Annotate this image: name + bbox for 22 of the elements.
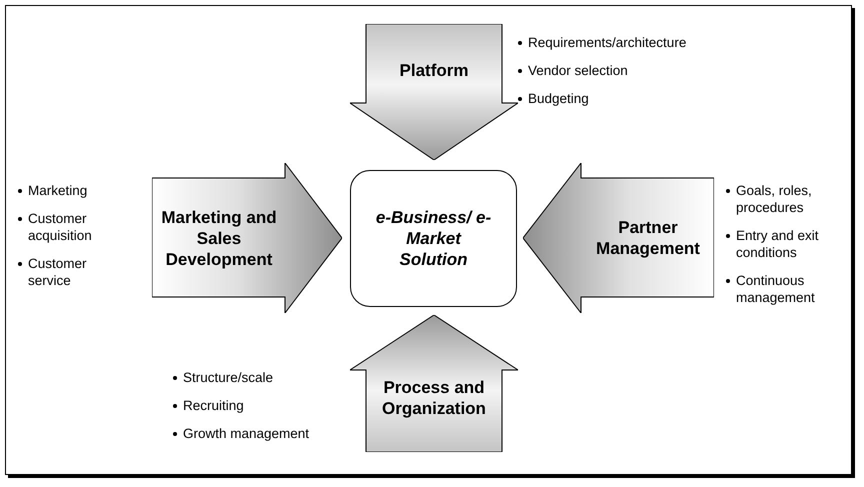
bullet-text: Entry and exit conditions (736, 228, 819, 260)
bullet-text: Recruiting (183, 398, 244, 413)
bullet-text: Structure/scale (183, 370, 274, 385)
block-arrow (152, 163, 342, 313)
bullet-text: Goals, roles, procedures (736, 183, 812, 215)
bullet-text: Continuous management (736, 273, 815, 305)
block-arrow (523, 163, 714, 313)
arrow-label: Marketing and Sales Development (160, 207, 278, 270)
bullet-text: Marketing (28, 183, 88, 198)
bullet-text: Customer service (28, 256, 87, 288)
box-label: e-Business/ e-Market Solution (374, 207, 492, 270)
arrow-label: Process and Organization (381, 377, 487, 419)
bullet-text: Growth management (183, 426, 310, 441)
arrow-label: Platform (398, 60, 470, 81)
block-arrow (350, 315, 518, 452)
bullet-text: Vendor selection (528, 63, 628, 78)
arrow-label: Partner Management (595, 217, 701, 259)
bullet-text: Budgeting (528, 91, 589, 106)
rounded-box (350, 170, 517, 307)
bullet-text: Customer acquisition (28, 211, 92, 243)
block-arrow (350, 24, 518, 160)
bullet-text: Requirements/architecture (528, 35, 686, 50)
